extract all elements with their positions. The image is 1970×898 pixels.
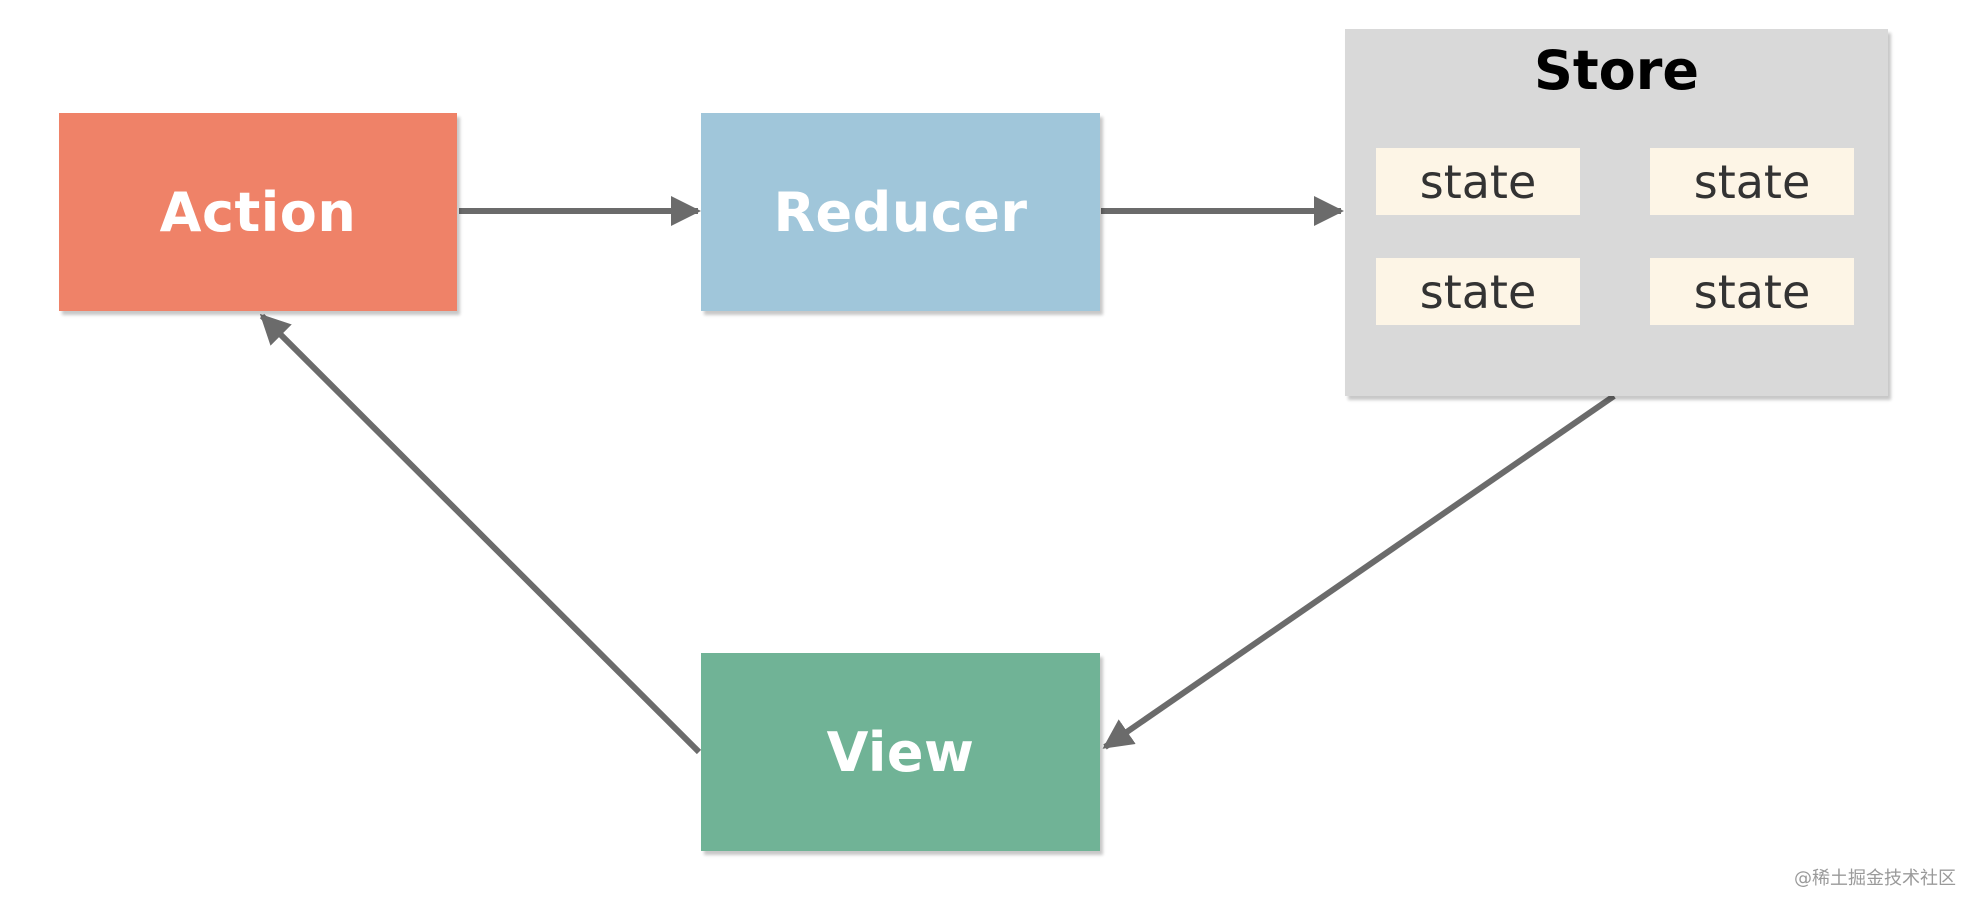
view-box: View xyxy=(701,653,1100,851)
state-item: state xyxy=(1376,148,1580,215)
action-label: Action xyxy=(159,180,357,244)
reducer-box: Reducer xyxy=(701,113,1100,311)
reducer-label: Reducer xyxy=(773,180,1028,244)
arrow-view-to-action xyxy=(259,313,702,755)
arrow-store-to-view xyxy=(1102,393,1616,750)
store-title: Store xyxy=(1533,39,1700,102)
action-box: Action xyxy=(59,113,457,311)
state-item: state xyxy=(1650,258,1854,325)
watermark: @稀土掘金技术社区 xyxy=(1794,868,1956,889)
state-item: state xyxy=(1376,258,1580,325)
store-box: Store state state state state xyxy=(1345,29,1888,396)
state-item: state xyxy=(1650,148,1854,215)
view-label: View xyxy=(826,720,975,784)
